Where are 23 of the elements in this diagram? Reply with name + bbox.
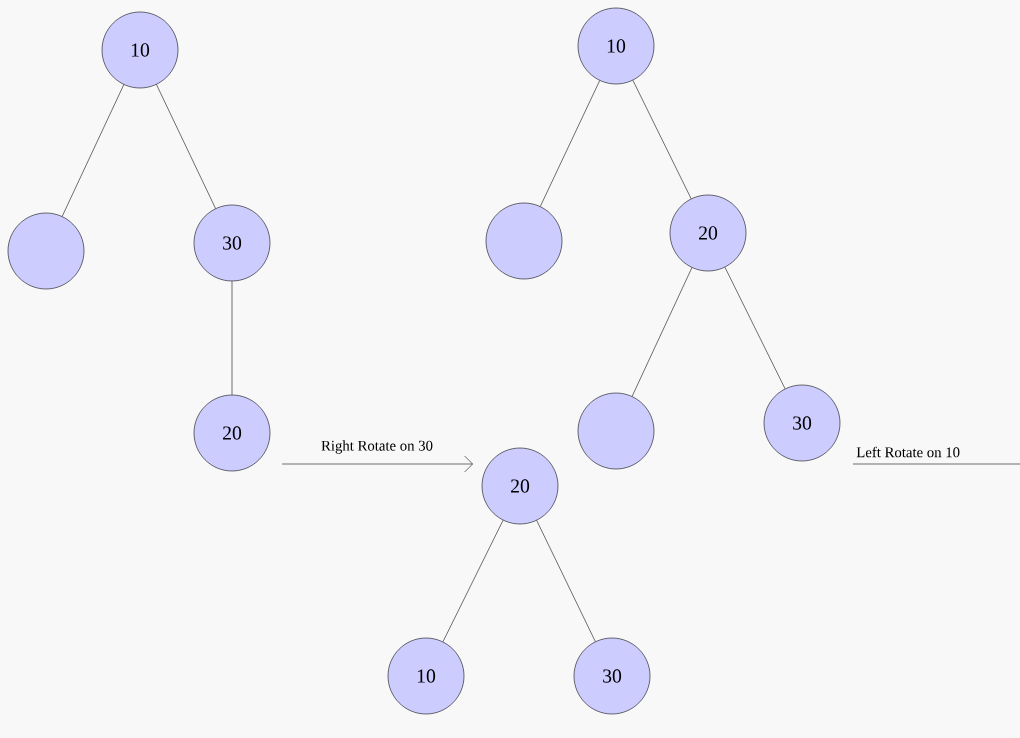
tree-node: 20 [669,194,747,272]
tree-node: 10 [577,7,655,85]
tree-node: 30 [573,637,651,715]
tree-node: 20 [481,447,559,525]
tree-edge [540,80,600,207]
tree-node: 10 [387,637,465,715]
tree-edge [156,84,216,209]
empty-tree-node [485,202,563,280]
tree-edge [61,84,125,217]
arrow-label: Right Rotate on 30 [321,440,433,454]
tree-edge [231,281,233,395]
tree-edge [442,520,504,642]
empty-tree-node [577,392,655,470]
empty-tree-node [7,212,85,290]
arrow-label: Left Rotate on 10 [856,446,960,458]
tree-edge [724,267,786,389]
tree-node: 20 [193,394,271,472]
tree-edge [632,80,692,199]
tree-node: 30 [763,384,841,462]
tree-edge [631,267,693,397]
tree-node: 10 [101,11,179,89]
tree-node: 30 [193,204,271,282]
tree-edge [536,520,596,642]
